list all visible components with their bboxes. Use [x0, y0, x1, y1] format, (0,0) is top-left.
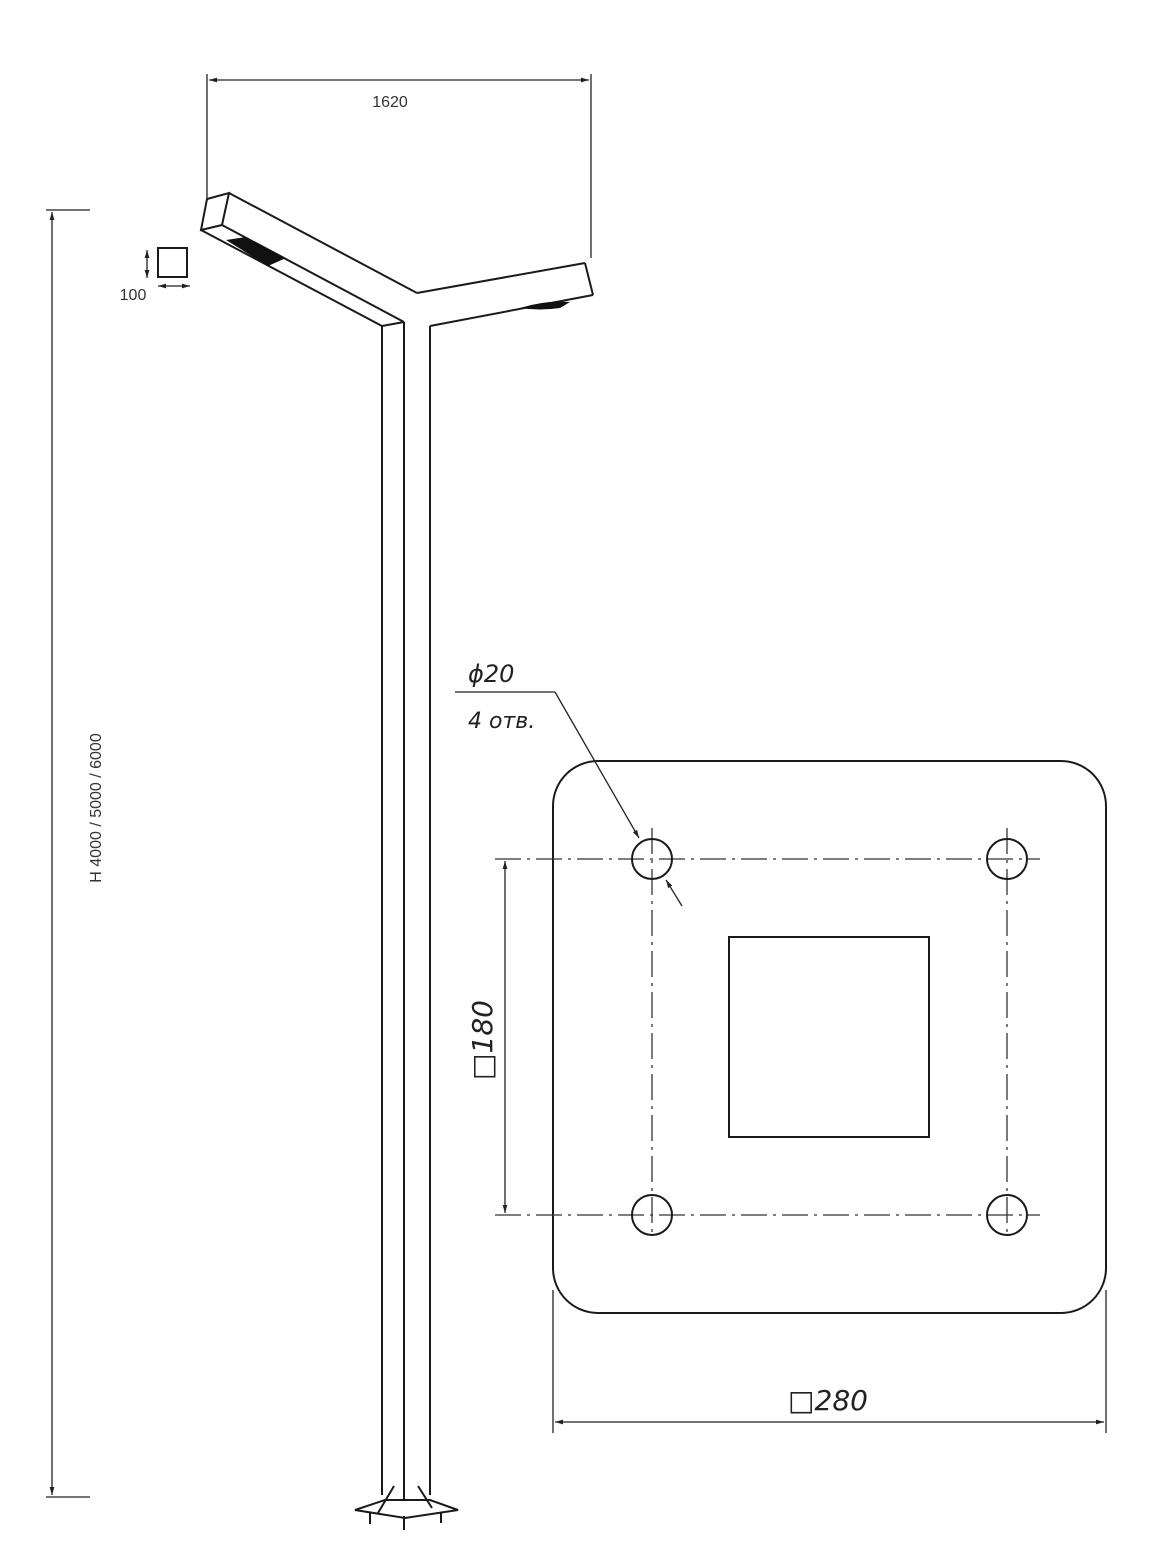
- bolt-hole: [986, 1194, 1028, 1236]
- plate-size-label: □280: [788, 1384, 868, 1417]
- bolt-pattern-dimension: □180: [466, 861, 508, 1213]
- arm-span-label: 1620: [372, 94, 408, 111]
- arm-span-dimension: 1620: [206, 74, 592, 258]
- plate-size-dimension: □280: [552, 1290, 1107, 1433]
- bolt-pattern-label: □180: [466, 1000, 499, 1080]
- hole-count-label: 4 отв.: [468, 709, 535, 734]
- bolt-hole: [986, 838, 1028, 880]
- pole-base-flange: [354, 1485, 459, 1530]
- led-module-right: [520, 301, 570, 310]
- lamp-arms: [199, 191, 594, 327]
- profile-size-label: 100: [120, 287, 147, 304]
- pole: [381, 322, 431, 1500]
- bolt-hole: [631, 1194, 673, 1236]
- height-dimension: H 4000 / 5000 / 6000: [46, 209, 105, 1498]
- profile-section-icon: 100: [120, 247, 190, 304]
- led-module-left: [226, 237, 286, 266]
- hole-callout: ϕ20 4 отв.: [455, 660, 683, 907]
- bolt-hole: [631, 838, 673, 880]
- base-plate-view: [495, 760, 1107, 1314]
- hole-diameter-label: ϕ20: [468, 660, 514, 688]
- height-label: H 4000 / 5000 / 6000: [88, 733, 105, 883]
